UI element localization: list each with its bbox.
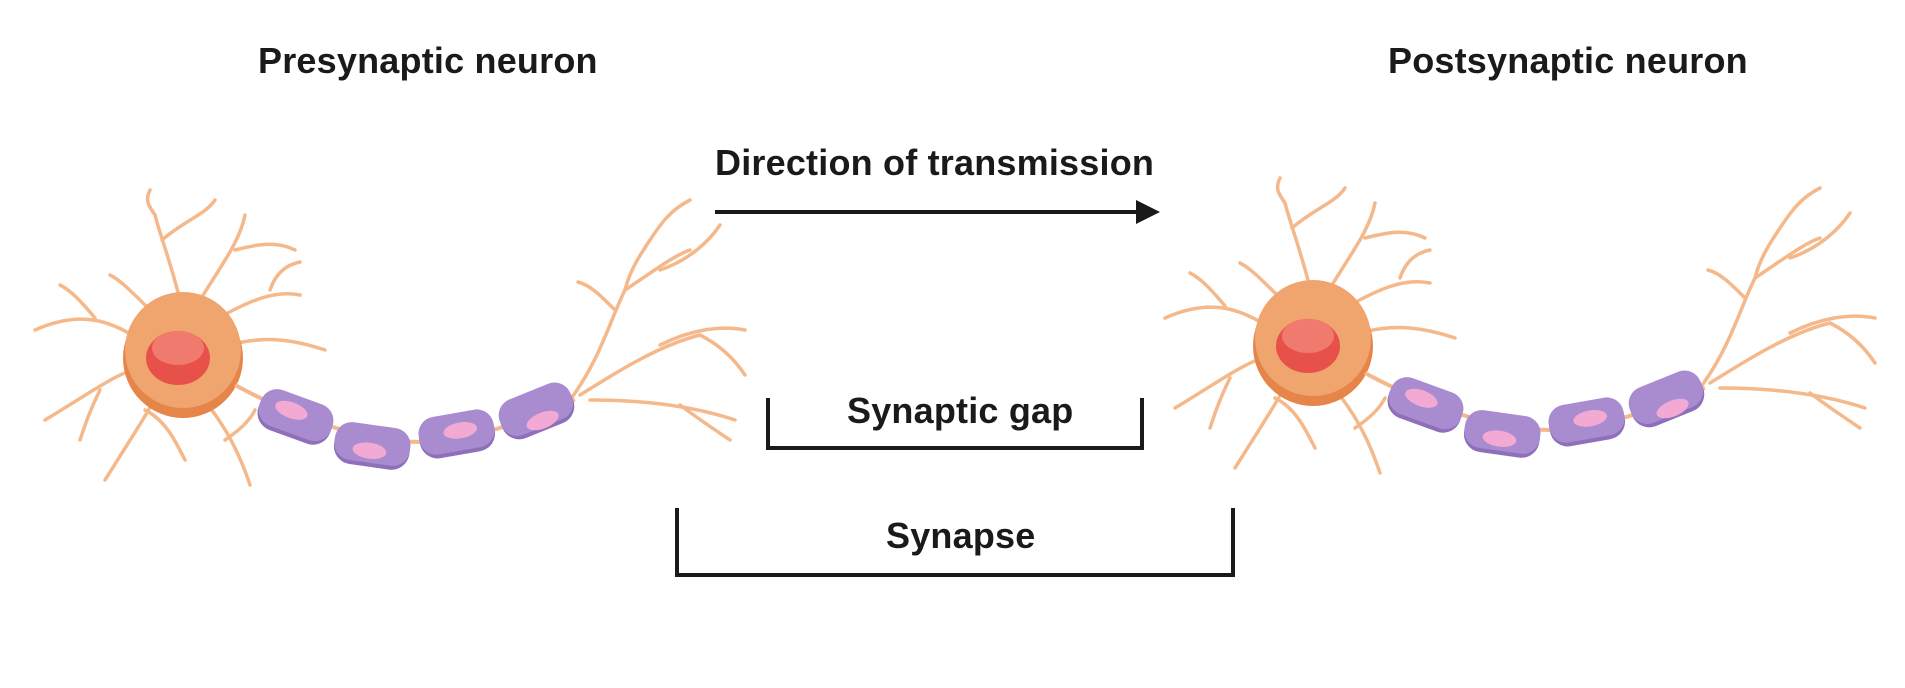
direction-arrow [715,200,1160,224]
synapse-label: Synapse [886,515,1036,556]
postsynaptic-neuron-label: Postsynaptic neuron [1388,40,1748,81]
presynaptic-neuron-label: Presynaptic neuron [258,40,598,81]
direction-of-transmission-label: Direction of transmission [715,142,1155,183]
postsynaptic-neuron [1163,176,1877,475]
synaptic-gap-label: Synaptic gap [847,390,1074,431]
presynaptic-neuron [33,188,747,487]
synaptic-gap-bracket [766,398,1144,450]
synapse-bracket [675,508,1235,577]
